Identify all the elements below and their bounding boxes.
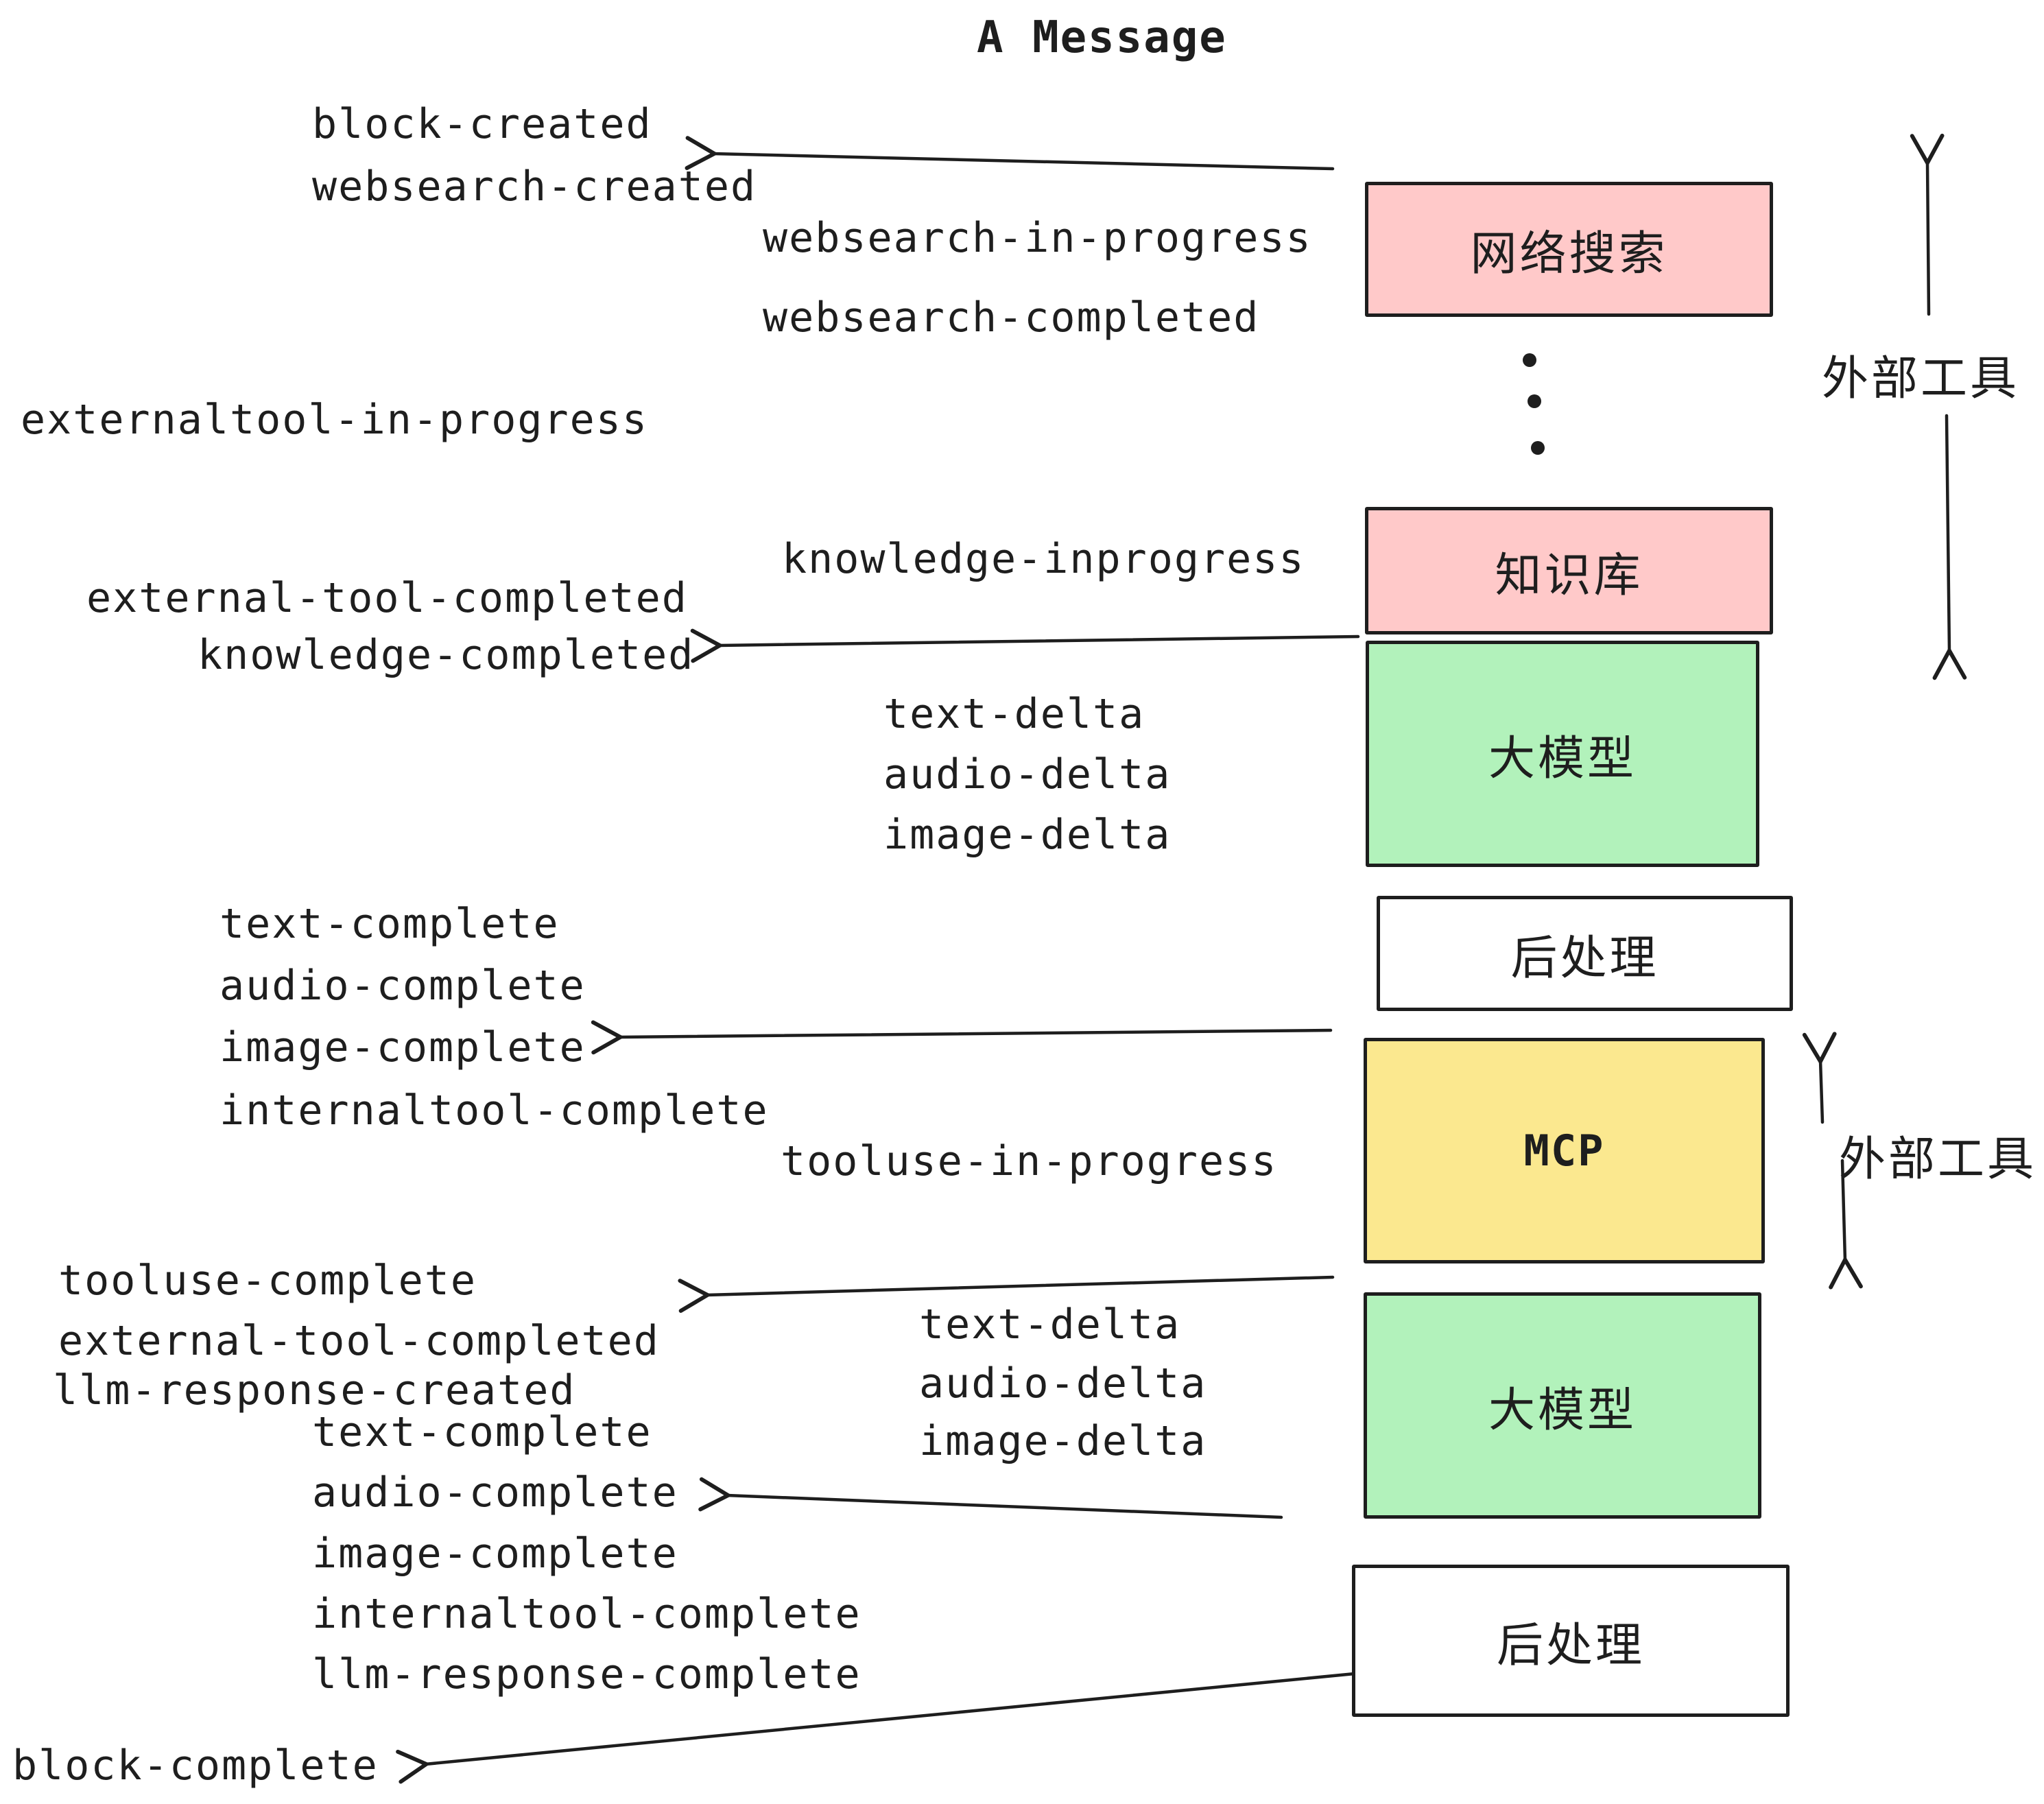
event-label-image-complete-1: image-complete xyxy=(219,1023,586,1071)
event-label-image-delta-1: image-delta xyxy=(883,811,1172,859)
event-label-text-complete-1: text-complete xyxy=(219,900,560,948)
event-label-text-delta-2: text-delta xyxy=(919,1301,1181,1349)
event-label-websearch-created: websearch-created xyxy=(312,163,757,211)
box-mcp: MCP xyxy=(1364,1038,1765,1263)
box-knowledge: 知识库 xyxy=(1365,507,1773,634)
event-label-tooluse-in-progress: tooluse-in-progress xyxy=(781,1137,1278,1185)
event-label-audio-complete-1: audio-complete xyxy=(219,962,586,1010)
event-label-audio-delta-2: audio-delta xyxy=(919,1360,1207,1408)
event-label-externaltool-in-progress: externaltool-in-progress xyxy=(21,396,648,444)
box-label-llm-1: 大模型 xyxy=(1488,731,1637,786)
box-label-llm-2: 大模型 xyxy=(1488,1383,1637,1438)
arrow-to-tooluse-complete xyxy=(678,1275,1335,1313)
event-label-image-delta-2: image-delta xyxy=(919,1417,1207,1465)
event-label-llm-response-complete: llm-response-complete xyxy=(312,1650,861,1698)
box-label-post-1: 后处理 xyxy=(1510,931,1659,986)
event-label-block-created: block-created xyxy=(312,100,652,148)
box-label-mcp: MCP xyxy=(1523,1126,1605,1176)
event-label-text-complete-2: text-complete xyxy=(312,1408,652,1456)
external-tools-1-down-arrow xyxy=(1932,414,1967,680)
event-label-knowledge-completed: knowledge-completed xyxy=(198,631,695,679)
event-label-knowledge-inprogress: knowledge-inprogress xyxy=(782,535,1305,583)
event-label-websearch-completed: websearch-completed xyxy=(763,294,1260,342)
box-post-2: 后处理 xyxy=(1352,1565,1790,1717)
event-label-internaltool-complete-2: internaltool-complete xyxy=(312,1590,861,1638)
event-label-external-tool-completed-1: external-tool-completed xyxy=(86,574,688,622)
ellipsis-dot-1 xyxy=(1523,353,1536,367)
external-tools-2-down-arrow xyxy=(1829,1159,1863,1290)
box-llm-1: 大模型 xyxy=(1366,641,1759,867)
event-label-image-complete-2: image-complete xyxy=(312,1530,678,1578)
arrow-to-image-complete xyxy=(591,1020,1333,1055)
box-label-post-2: 后处理 xyxy=(1496,1618,1645,1673)
arrow-to-websearch-created xyxy=(685,136,1335,171)
arrow-to-block-complete xyxy=(396,1672,1357,1784)
box-label-knowledge: 知识库 xyxy=(1495,548,1643,603)
event-label-internaltool-complete-1: internaltool-complete xyxy=(219,1087,769,1135)
event-label-text-delta-1: text-delta xyxy=(883,690,1145,738)
event-label-external-tool-completed-2: external-tool-completed xyxy=(58,1317,660,1365)
event-label-websearch-in-progress: websearch-in-progress xyxy=(763,214,1312,262)
ellipsis-dot-2 xyxy=(1528,394,1541,408)
event-label-audio-complete-2: audio-complete xyxy=(312,1469,678,1517)
event-label-tooluse-complete: tooluse-complete xyxy=(58,1257,477,1305)
arrow-to-audio-complete xyxy=(698,1477,1283,1519)
side-label-external-tools-2: 外部工具 xyxy=(1839,1132,2037,1187)
box-post-1: 后处理 xyxy=(1377,896,1793,1011)
ellipsis-dot-3 xyxy=(1531,441,1545,455)
external-tools-1-up-arrow xyxy=(1910,133,1945,316)
arrow-to-knowledge-completed xyxy=(690,628,1360,663)
event-label-block-complete: block-complete xyxy=(12,1742,379,1790)
box-llm-2: 大模型 xyxy=(1364,1292,1761,1519)
page-title: A Message xyxy=(977,12,1227,63)
event-label-audio-delta-1: audio-delta xyxy=(883,750,1172,798)
external-tools-2-up-arrow xyxy=(1802,1032,1837,1124)
box-label-websearch: 网络搜索 xyxy=(1470,227,1668,281)
event-label-llm-response-created: llm-response-created xyxy=(53,1366,576,1414)
box-websearch: 网络搜索 xyxy=(1365,182,1773,317)
side-label-external-tools-1: 外部工具 xyxy=(1822,352,2020,406)
